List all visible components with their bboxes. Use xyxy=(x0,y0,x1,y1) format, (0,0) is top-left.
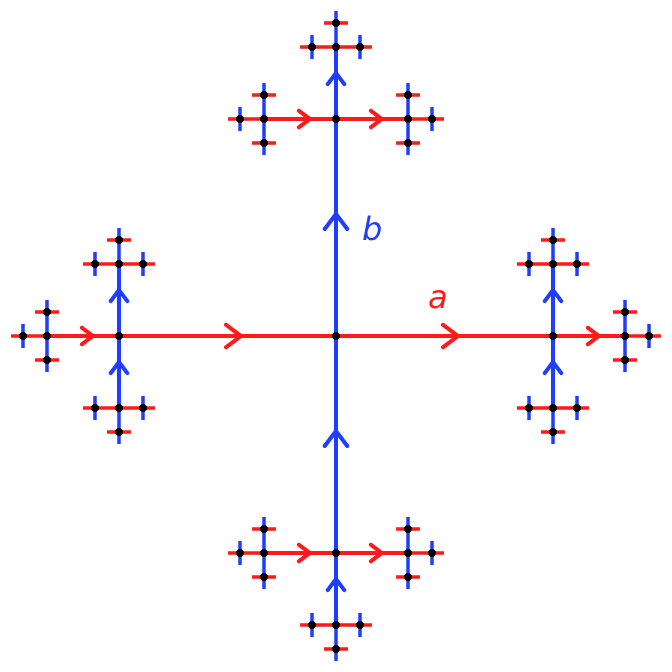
generator-b-arrow xyxy=(325,71,347,87)
graph-node xyxy=(549,260,557,268)
graph-node xyxy=(260,573,268,581)
generator-b-arrow xyxy=(108,360,130,376)
generator-b-arrow xyxy=(322,429,350,448)
graph-node xyxy=(115,404,123,412)
graph-node xyxy=(115,260,123,268)
generator-b-label: b xyxy=(362,210,382,248)
graph-node xyxy=(43,308,51,316)
graph-node xyxy=(332,332,340,340)
generator-a-arrow xyxy=(296,108,312,130)
graph-node xyxy=(404,139,412,147)
graph-node xyxy=(332,115,340,123)
generator-b-arrow xyxy=(542,360,564,376)
generator-a-label: a xyxy=(428,278,448,316)
graph-node xyxy=(260,115,268,123)
generator-a-arrow xyxy=(79,325,95,347)
graph-node xyxy=(332,621,340,629)
graph-node xyxy=(43,332,51,340)
graph-node xyxy=(404,115,412,123)
graph-node xyxy=(549,404,557,412)
generator-a-arrow xyxy=(296,542,312,564)
generator-a-arrow xyxy=(585,325,601,347)
graph-node xyxy=(621,356,629,364)
generator-b-arrow xyxy=(325,577,347,593)
graph-node xyxy=(308,621,316,629)
graph-node xyxy=(236,115,244,123)
generator-a-arrow xyxy=(368,108,384,130)
graph-node xyxy=(308,43,316,51)
generator-a-arrow xyxy=(224,322,243,350)
graph-node xyxy=(43,356,51,364)
graph-node xyxy=(332,19,340,27)
graph-node xyxy=(645,332,653,340)
graph-node xyxy=(356,621,364,629)
graph-node xyxy=(404,573,412,581)
graph-node xyxy=(573,404,581,412)
graph-node xyxy=(404,525,412,533)
graph-node xyxy=(115,428,123,436)
graph-node xyxy=(621,332,629,340)
graph-node xyxy=(332,645,340,653)
generator-b-arrow xyxy=(322,212,350,231)
graph-node xyxy=(549,332,557,340)
generator-b-arrow xyxy=(542,288,564,304)
graph-node xyxy=(91,260,99,268)
generator-a-arrow xyxy=(441,322,460,350)
graph-node xyxy=(91,404,99,412)
generator-a-arrow xyxy=(368,542,384,564)
graph-node xyxy=(139,404,147,412)
graph-node xyxy=(404,549,412,557)
graph-node xyxy=(139,260,147,268)
graph-node xyxy=(621,308,629,316)
graph-node xyxy=(428,115,436,123)
graph-node xyxy=(525,404,533,412)
graph-node xyxy=(428,549,436,557)
graph-node xyxy=(549,428,557,436)
graph-node xyxy=(573,260,581,268)
graph-node xyxy=(260,525,268,533)
graph-node xyxy=(115,236,123,244)
graph-node xyxy=(19,332,27,340)
graph-node xyxy=(115,332,123,340)
graph-node xyxy=(236,549,244,557)
graph-node xyxy=(356,43,364,51)
graph-node xyxy=(404,91,412,99)
graph-node xyxy=(549,236,557,244)
graph-node xyxy=(525,260,533,268)
generator-b-arrow xyxy=(108,288,130,304)
graph-node xyxy=(260,91,268,99)
graph-node xyxy=(332,43,340,51)
graph-node xyxy=(332,549,340,557)
graph-node xyxy=(260,139,268,147)
graph-node xyxy=(260,549,268,557)
